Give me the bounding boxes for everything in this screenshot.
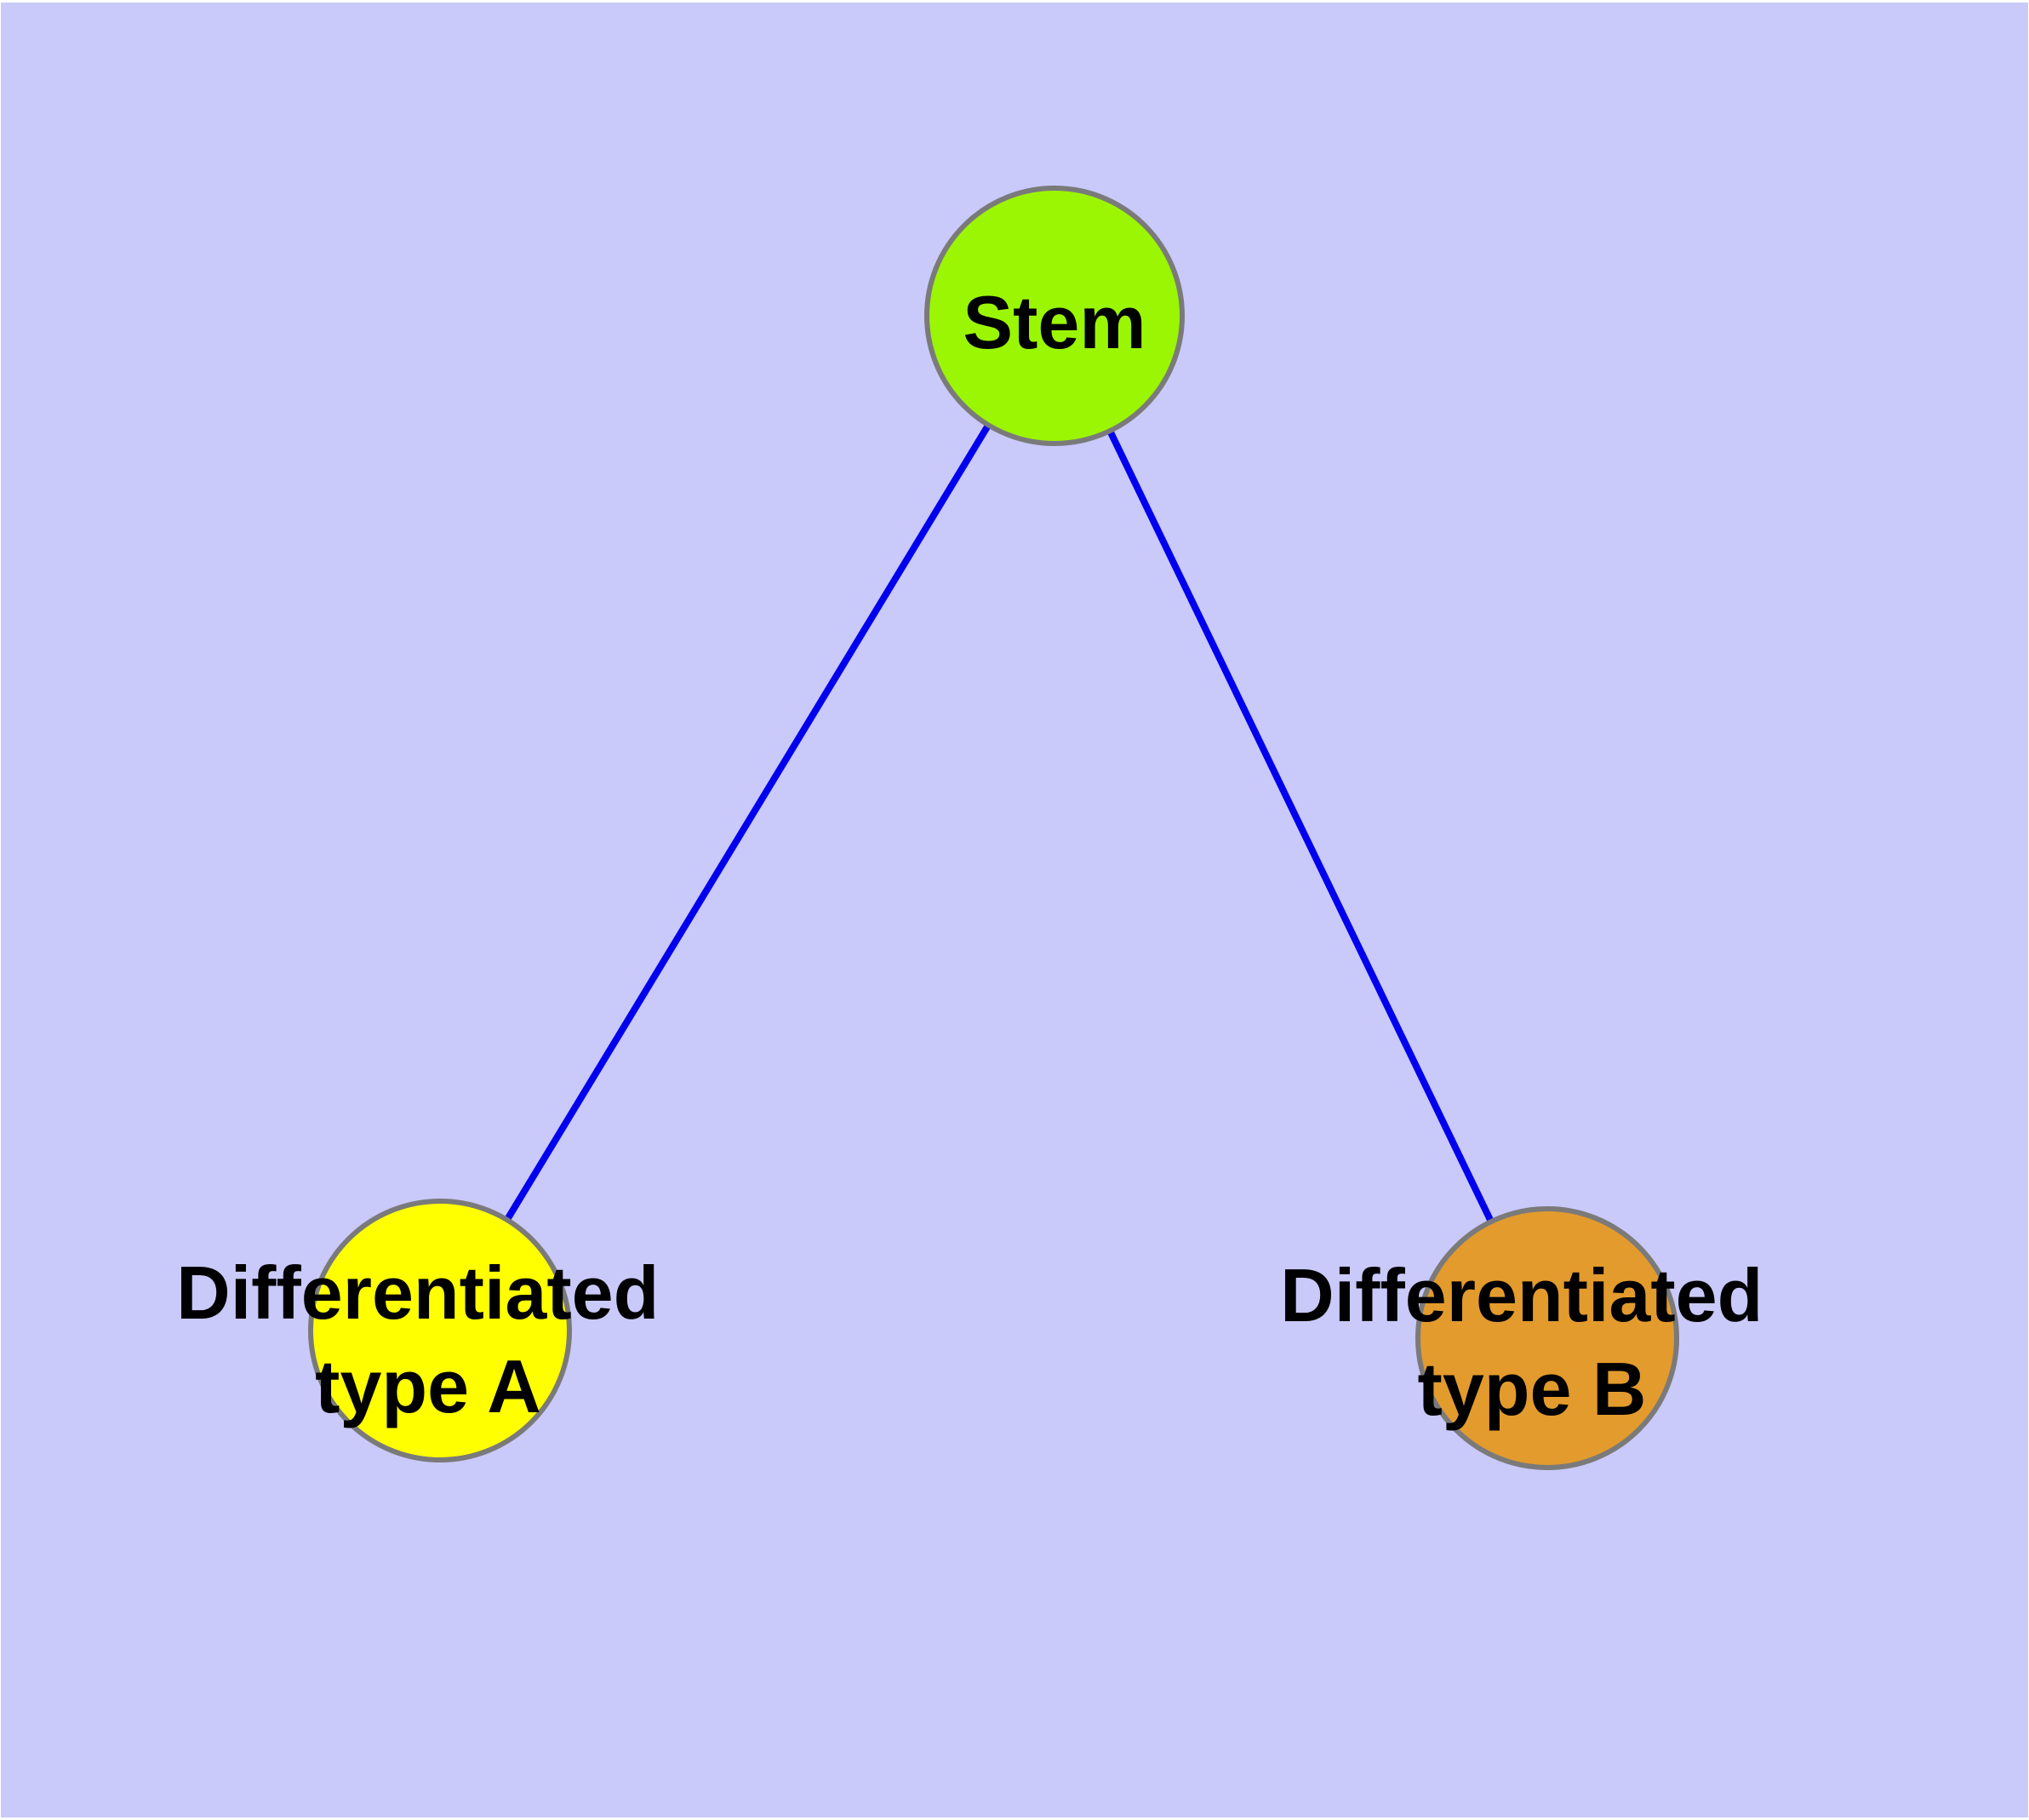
- node-type-b-circle: [1415, 1206, 1679, 1470]
- node-stem-circle: [924, 186, 1185, 446]
- node-type-b-label-line2: type B: [1418, 1347, 1647, 1431]
- node-layer: Stem Differentiated type A Differentiate…: [176, 186, 1784, 1470]
- node-stem: Stem: [924, 186, 1185, 446]
- edge-layer: [437, 313, 1551, 1340]
- edge-stem-to-type-a: [437, 313, 1058, 1333]
- node-type-a-label-line2: type A: [315, 1344, 541, 1428]
- node-type-b-label: Differentiated type B: [1280, 1253, 1784, 1431]
- node-differentiated-type-b: Differentiated type B: [1280, 1206, 1784, 1470]
- node-type-b-label-line1: Differentiated: [1280, 1253, 1763, 1337]
- edge-stem-to-type-b: [1051, 314, 1551, 1340]
- node-type-a-label-line1: Differentiated: [176, 1251, 659, 1335]
- node-differentiated-type-a: Differentiated type A: [176, 1199, 680, 1462]
- node-type-a-circle: [308, 1199, 572, 1462]
- node-stem-label: Stem: [963, 280, 1146, 364]
- node-type-a-label: Differentiated type A: [176, 1251, 680, 1428]
